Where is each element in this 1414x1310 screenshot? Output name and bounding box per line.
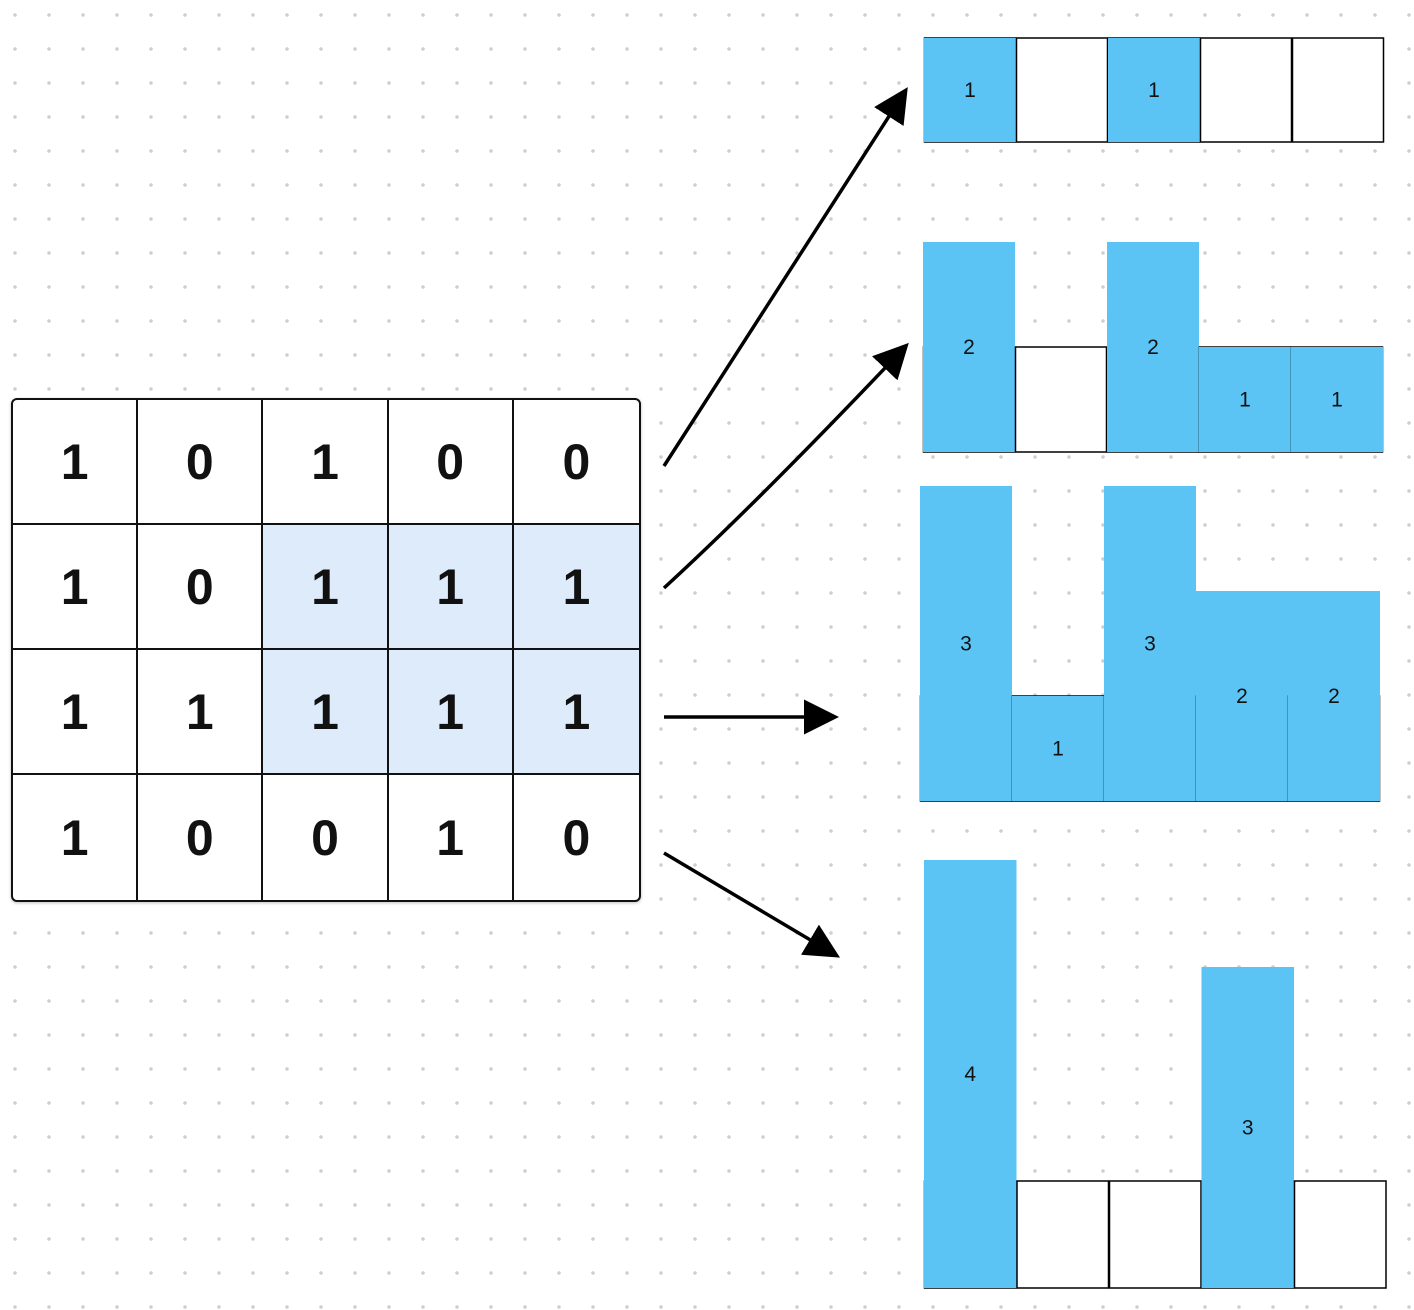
matrix-cell: 1: [513, 525, 639, 650]
histogram-bar-label: 1: [1239, 389, 1251, 412]
histogram-row-2: 2 2 1 1: [922, 242, 1384, 453]
histogram-cell-outline: [1108, 1180, 1202, 1289]
matrix-cell: 1: [388, 525, 514, 650]
histogram-bar-label: 2: [1147, 336, 1159, 359]
histogram-bar: [1104, 486, 1196, 801]
matrix-cell: 0: [138, 775, 264, 900]
matrix-cell: 0: [513, 400, 639, 525]
histogram-bar: [924, 38, 1016, 142]
arrow-row-2: [662, 342, 909, 590]
matrix-cell: 1: [13, 650, 139, 775]
histogram-cell-outline: [1293, 1180, 1387, 1289]
histogram-bar-label: 2: [963, 336, 975, 359]
histogram-bar: [1199, 347, 1291, 452]
matrix-cell: 1: [263, 525, 389, 650]
histogram-bar-label: 4: [964, 1063, 976, 1086]
arrow-row-4: [663, 851, 841, 958]
matrix-cell: 1: [388, 650, 514, 775]
histogram-bar-label: 2: [1236, 685, 1248, 708]
matrix-cell: 1: [13, 525, 139, 650]
histogram-row-3: 3 1 3 2 2: [919, 486, 1381, 802]
histogram-cell-outline: [1199, 37, 1293, 143]
histogram-bar-label: 1: [964, 79, 976, 102]
histogram-bar-label: 1: [1331, 389, 1343, 412]
matrix-cell: 1: [13, 400, 139, 525]
matrix-cell: 0: [138, 525, 264, 650]
matrix-cell: 1: [263, 650, 389, 775]
arrow-row-1: [662, 87, 908, 467]
histogram-bar: [1107, 242, 1199, 452]
histogram-bar-label: 2: [1328, 685, 1340, 708]
matrix-cell: 1: [389, 775, 514, 900]
histogram-bar: [1108, 38, 1200, 142]
histogram-bar: [1291, 347, 1383, 452]
histogram-bar: [923, 242, 1015, 452]
matrix-cell: 0: [388, 400, 514, 525]
histogram-bar-label: 3: [1144, 633, 1156, 656]
histogram-bar-label: 1: [1148, 79, 1160, 102]
histogram-bar: [920, 486, 1012, 801]
histogram-bar: [1012, 696, 1104, 801]
histogram-bar: [1196, 591, 1288, 801]
histogram-bar-label: 3: [1242, 1117, 1254, 1140]
histogram-cell-outline: [1014, 346, 1108, 453]
matrix-cell: 1: [138, 650, 264, 775]
histogram-cell-outline: [1016, 1180, 1110, 1289]
matrix-cell: 1: [513, 650, 639, 775]
histogram-bar-label: 3: [960, 633, 972, 656]
histogram-bar: [1201, 967, 1294, 1288]
matrix-cell: 0: [138, 400, 264, 525]
matrix-cell: 0: [562, 809, 591, 866]
histogram-cell-outline: [1015, 37, 1109, 143]
histogram-cell-outline: [1291, 37, 1385, 143]
histogram-row-4: 43: [923, 860, 1387, 1289]
histogram-bar: [924, 860, 1017, 1288]
matrix-cell: 1: [13, 775, 139, 900]
matrix-cell: 1: [263, 400, 389, 525]
histogram-bar: [1288, 591, 1380, 801]
histogram-bar-label: 1: [1052, 738, 1064, 761]
matrix-cell: 0: [263, 775, 389, 900]
